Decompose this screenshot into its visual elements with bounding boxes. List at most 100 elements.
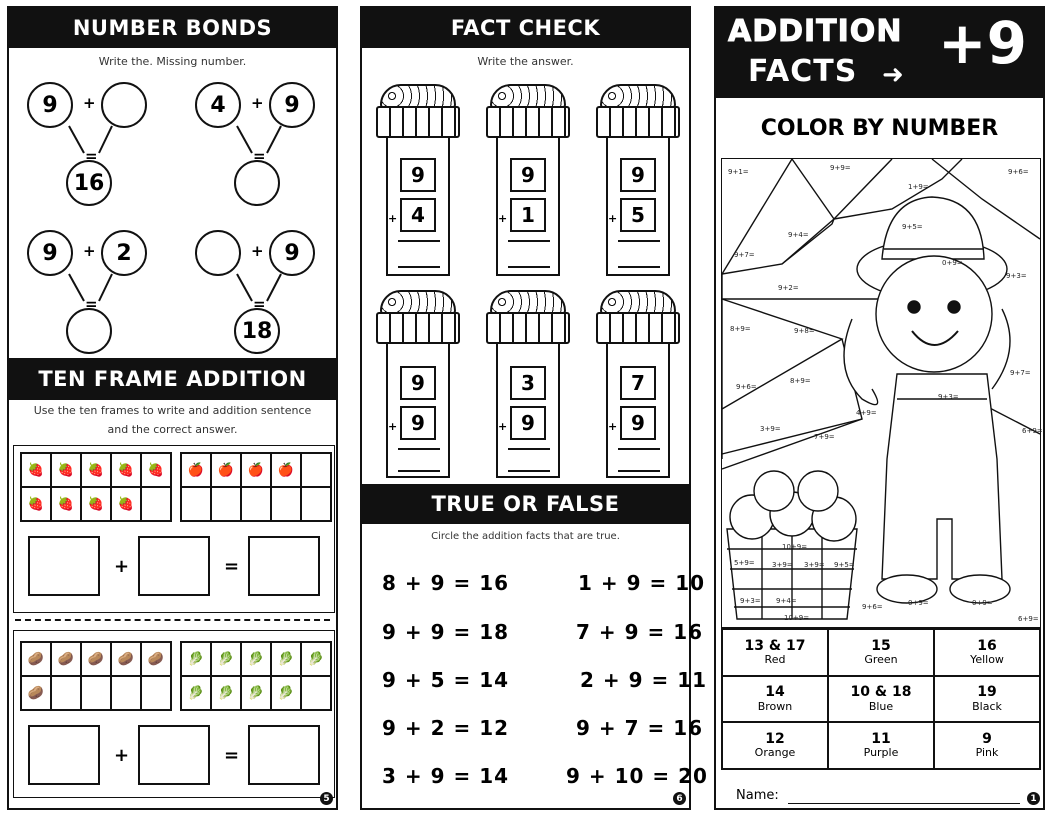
sum-line — [508, 448, 550, 450]
strawberry-icon: 🍓 — [81, 487, 111, 521]
bond3-sum-input[interactable] — [66, 308, 112, 354]
color-key-color: Red — [764, 652, 786, 666]
top-addend: 7 — [620, 366, 656, 400]
answer-line[interactable] — [398, 470, 440, 472]
addend-answer-box-2[interactable] — [138, 725, 210, 785]
fact-statement[interactable]: 9 + 7 = 16 — [576, 716, 704, 740]
color-key-number: 10 & 18 — [850, 684, 912, 701]
sum-line — [618, 240, 660, 242]
math-fact-label: 9+6= — [1008, 168, 1029, 176]
plus-sign: + — [498, 212, 508, 225]
cabbage-icon: 🥬 — [181, 642, 211, 676]
cabbage-icon: 🥬 — [271, 642, 301, 676]
color-key-number: 12 — [765, 730, 785, 747]
addend-answer-box-1[interactable] — [28, 536, 100, 596]
fruit-basket-problem: 9 + 5 — [594, 80, 682, 278]
page-number: 6 — [673, 792, 686, 805]
cabbage-ten-frame: 🥬🥬🥬🥬🥬 🥬🥬🥬🥬 — [180, 641, 332, 711]
number-bonds-instructions: Write the. Missing number. — [98, 55, 247, 68]
strawberry-icon: 🍓 — [51, 487, 81, 521]
bond1-addend-b-input[interactable] — [101, 82, 147, 128]
sum-answer-box[interactable] — [248, 536, 320, 596]
ten-frame-cell — [51, 676, 81, 710]
fruit-pile-icon — [380, 84, 456, 108]
addend-answer-box-1[interactable] — [28, 725, 100, 785]
worksheet-page-1-cover: ADDITION FACTS ➜ +9 COLOR BY NUMBER — [714, 6, 1045, 810]
color-key-color: Orange — [754, 746, 796, 760]
plus-sign: + — [498, 420, 508, 433]
name-label: Name: — [736, 788, 779, 803]
math-fact-label: 5+9= — [734, 559, 755, 567]
ten-frame-cell — [301, 676, 331, 710]
plus-sign: + — [608, 212, 618, 225]
plus-sign: + — [114, 556, 130, 577]
answer-line[interactable] — [508, 470, 550, 472]
sum-answer-box[interactable] — [248, 725, 320, 785]
fact-statement[interactable]: 7 + 9 = 16 — [576, 620, 704, 644]
potato-icon: 🥔 — [21, 642, 51, 676]
fruit-pile-icon — [490, 84, 566, 108]
fact-statement[interactable]: 9 + 9 = 18 — [382, 620, 510, 644]
apple-icon: 🍎 — [241, 453, 271, 487]
true-or-false-instructions: Circle the addition facts that are true. — [431, 531, 620, 542]
answer-line[interactable] — [398, 266, 440, 268]
ten-frame-cell — [141, 487, 171, 521]
math-fact-label: 1+9= — [908, 183, 929, 191]
fact-statement[interactable]: 3 + 9 = 14 — [382, 764, 510, 788]
bond1-addend-a: 9 — [27, 82, 73, 128]
ten-frame-cell — [301, 487, 331, 521]
sum-line — [618, 448, 660, 450]
basket-rim — [596, 106, 680, 138]
bond4-addend-a-input[interactable] — [195, 230, 241, 276]
fruit-pile-icon — [600, 290, 676, 314]
top-addend: 9 — [620, 158, 656, 192]
math-fact-label: 9+4= — [788, 231, 809, 239]
fact-statement[interactable]: 9 + 10 = 20 — [566, 764, 708, 788]
color-key-color: Black — [972, 699, 1002, 713]
answer-line[interactable] — [508, 266, 550, 268]
bond-connector-lines — [68, 125, 282, 302]
fact-statement[interactable]: 9 + 2 = 12 — [382, 716, 510, 740]
math-fact-label: 9+3= — [740, 597, 761, 605]
fact-statement[interactable]: 9 + 5 = 14 — [382, 668, 510, 692]
math-fact-label: 0+9= — [972, 599, 993, 607]
ten-frame-cell — [81, 676, 111, 710]
strawberry-icon: 🍓 — [141, 453, 171, 487]
true-or-false-header: TRUE OR FALSE — [362, 484, 689, 524]
cabbage-icon: 🥬 — [271, 676, 301, 710]
potato-ten-frame: 🥔🥔🥔🥔🥔 🥔 — [20, 641, 172, 711]
math-fact-label: 6+9= — [1018, 615, 1039, 623]
facts-title: FACTS — [748, 54, 858, 89]
apple-ten-frame: 🍎🍎🍎🍎 — [180, 452, 332, 522]
bond1-sum: 16 — [66, 160, 112, 206]
answer-line[interactable] — [618, 266, 660, 268]
basket-body — [606, 344, 670, 478]
color-key-number: 13 & 17 — [744, 637, 806, 654]
fact-statement[interactable]: 2 + 9 = 11 — [580, 668, 708, 692]
math-fact-label: 9+6= — [736, 383, 757, 391]
answer-line[interactable] — [618, 470, 660, 472]
math-fact-label: 9+7= — [734, 251, 755, 259]
plus-sign: + — [83, 242, 96, 260]
math-fact-label: 9+8= — [794, 327, 815, 335]
top-addend: 9 — [510, 158, 546, 192]
ten-frame-cell — [211, 487, 241, 521]
fact-statement[interactable]: 8 + 9 = 16 — [382, 571, 510, 595]
color-by-number-title: COLOR BY NUMBER — [760, 116, 999, 141]
color-key-number: 14 — [765, 684, 785, 701]
cover-header — [716, 8, 1043, 98]
name-input-line[interactable] — [788, 803, 1020, 804]
basket-rim — [486, 312, 570, 344]
plus-sign: + — [388, 212, 398, 225]
bond2-sum-input[interactable] — [234, 160, 280, 206]
addend-answer-box-2[interactable] — [138, 536, 210, 596]
plus-nine-title: +9 — [938, 9, 1027, 77]
coloring-picture: 9+1= 9+9= 1+9= 9+6= 9+5= 9+4= 9+7= 0+9= … — [721, 158, 1043, 628]
fact-statement[interactable]: 1 + 9 = 10 — [578, 571, 706, 595]
potato-icon: 🥔 — [81, 642, 111, 676]
strawberry-ten-frame: 🍓🍓🍓🍓🍓 🍓🍓🍓🍓 — [20, 452, 172, 522]
bond2-addend-a: 4 — [195, 82, 241, 128]
